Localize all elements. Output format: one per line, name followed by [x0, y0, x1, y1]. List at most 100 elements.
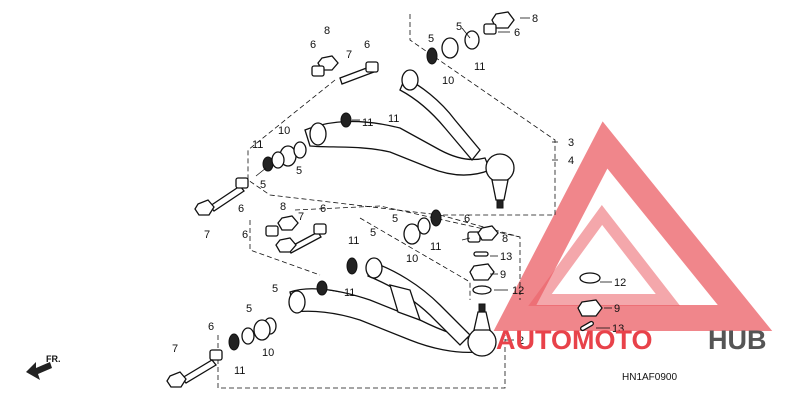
upper-ball-joint-thread: [496, 199, 504, 209]
callout-8-top-right: 8: [532, 13, 538, 25]
callout-8-mid: 8: [280, 201, 286, 213]
upper-ball-joint-stud: [491, 179, 509, 201]
seal-lower-arm-11: [316, 280, 328, 296]
callout-9-upper: 9: [500, 269, 506, 281]
collar-top-right: [483, 23, 497, 35]
collar-mid-b: [313, 223, 327, 235]
hex-nut-mid-right: [477, 225, 499, 241]
bushing-lower-5b: [241, 327, 255, 345]
callout-2: 2: [518, 335, 524, 347]
bushing-top-10: [441, 37, 459, 59]
bushing-upper-5: [293, 141, 307, 159]
upper-arm-bushing-rear: [401, 69, 419, 91]
callout-13-right: 13: [612, 323, 624, 335]
collar-top-left-b: [365, 61, 379, 73]
seal-arm-upper: [340, 112, 352, 128]
callout-8-top-left: 8: [324, 25, 330, 37]
washer-12-right: [579, 272, 601, 284]
diagram-code: HN1AF0900: [622, 372, 677, 383]
cotter-pin-13: [473, 251, 489, 257]
watermark-logo: [493, 121, 773, 331]
callout-6-lower: 6: [208, 321, 214, 333]
upper-hardware: [194, 11, 515, 216]
lower-ball-joint-stud: [473, 311, 491, 331]
hex-nut-top-right: [491, 11, 515, 29]
castle-nut-9-right: [577, 299, 603, 317]
seal-lower-11: [228, 333, 240, 351]
washer-12: [472, 285, 492, 295]
callout-12-right: 12: [614, 277, 626, 289]
cotter-pin-13-right: [580, 320, 594, 332]
seal-top-11: [426, 47, 438, 65]
callout-6-bolt-upper: 6: [238, 203, 244, 215]
direction-label: FR.: [46, 354, 61, 364]
callout-7-top-left: 7: [346, 49, 352, 61]
upper-arm-rear-link: [399, 77, 481, 162]
lower-arm-bushing-front: [288, 290, 306, 314]
callout-labels: 8 5 6 5 10 11 8 6 7 6 11 11 11 10 5 5 3 …: [172, 13, 626, 377]
callout-11-arm-mid: 11: [388, 113, 399, 125]
callout-5-lower-a: 5: [272, 283, 278, 295]
lower-ball-joint: [467, 327, 497, 357]
collar-lower: [209, 349, 223, 361]
lower-arm-assembly: [288, 257, 497, 357]
callout-5-left: 5: [296, 165, 302, 177]
bolt-head-upper-left: [194, 199, 215, 216]
callout-5-mid: 5: [392, 213, 398, 225]
callout-10-left: 10: [278, 125, 290, 137]
callout-10-lower: 10: [262, 347, 274, 359]
callout-11-mid-b: 11: [430, 241, 441, 253]
callout-6-top-right: 6: [514, 27, 520, 39]
upper-ball-joint: [485, 153, 515, 183]
arrow-left-icon: [26, 362, 52, 380]
callout-5-top: 5: [456, 21, 462, 33]
lower-arm-rear-link: [367, 261, 471, 346]
callout-8-mid-right: 8: [502, 233, 508, 245]
callout-5-top-mid: 5: [428, 33, 434, 45]
callout-5-mid-b: 5: [370, 227, 376, 239]
callout-5-lower-b: 5: [246, 303, 252, 315]
seal-mid-11b: [346, 257, 358, 275]
callout-4: 4: [568, 155, 574, 167]
callout-5-left-b: 5: [260, 179, 266, 191]
callout-6-mid-right: 6: [464, 213, 470, 225]
callout-11-arm-upper: 11: [362, 117, 373, 129]
collar-top-left: [311, 65, 325, 77]
callout-7-lower: 7: [172, 343, 178, 355]
seal-mid-11a: [430, 209, 442, 227]
callout-11-left: 11: [252, 139, 263, 151]
callout-6-mid-b: 6: [242, 229, 248, 241]
lower-arm-gusset: [389, 284, 422, 322]
bolt-lower: [181, 359, 217, 384]
collar-mid-a: [265, 225, 279, 237]
callout-12-upper: 12: [512, 285, 524, 297]
callout-10-mid: 10: [406, 253, 418, 265]
bolt-head-lower: [166, 371, 187, 388]
bushing-mid-10: [403, 223, 421, 245]
callout-6-top-left-b: 6: [364, 39, 370, 51]
watermark-suffix: HUB: [708, 325, 767, 355]
callout-7-bolt-upper: 7: [204, 229, 210, 241]
lower-ball-joint-thread: [478, 303, 486, 313]
watermark-triangle-inner: [528, 205, 681, 306]
watermark-wordmark: AUTOMOTO HUB: [496, 325, 767, 355]
lower-hardware: [166, 209, 603, 388]
watermark-triangle-outer: [493, 121, 773, 331]
bushing-lower-10: [253, 319, 271, 341]
nut-mid-head: [275, 237, 297, 253]
hex-nut-mid: [277, 215, 299, 231]
callout-7-mid: 7: [298, 211, 304, 223]
callout-6-top-left-a: 6: [310, 39, 316, 51]
callout-10-top: 10: [442, 75, 454, 87]
callout-11-top: 11: [474, 61, 485, 73]
bushing-top-5: [464, 30, 480, 50]
callout-11-lower: 11: [234, 365, 245, 377]
upper-arm-bushing-front: [309, 122, 327, 146]
upper-arm-assembly: [304, 69, 515, 209]
callout-11-lower-arm: 11: [344, 287, 355, 299]
front-direction-indicator: FR.: [26, 354, 61, 380]
callout-6-mid-a: 6: [320, 203, 326, 215]
callout-13-upper: 13: [500, 251, 512, 263]
